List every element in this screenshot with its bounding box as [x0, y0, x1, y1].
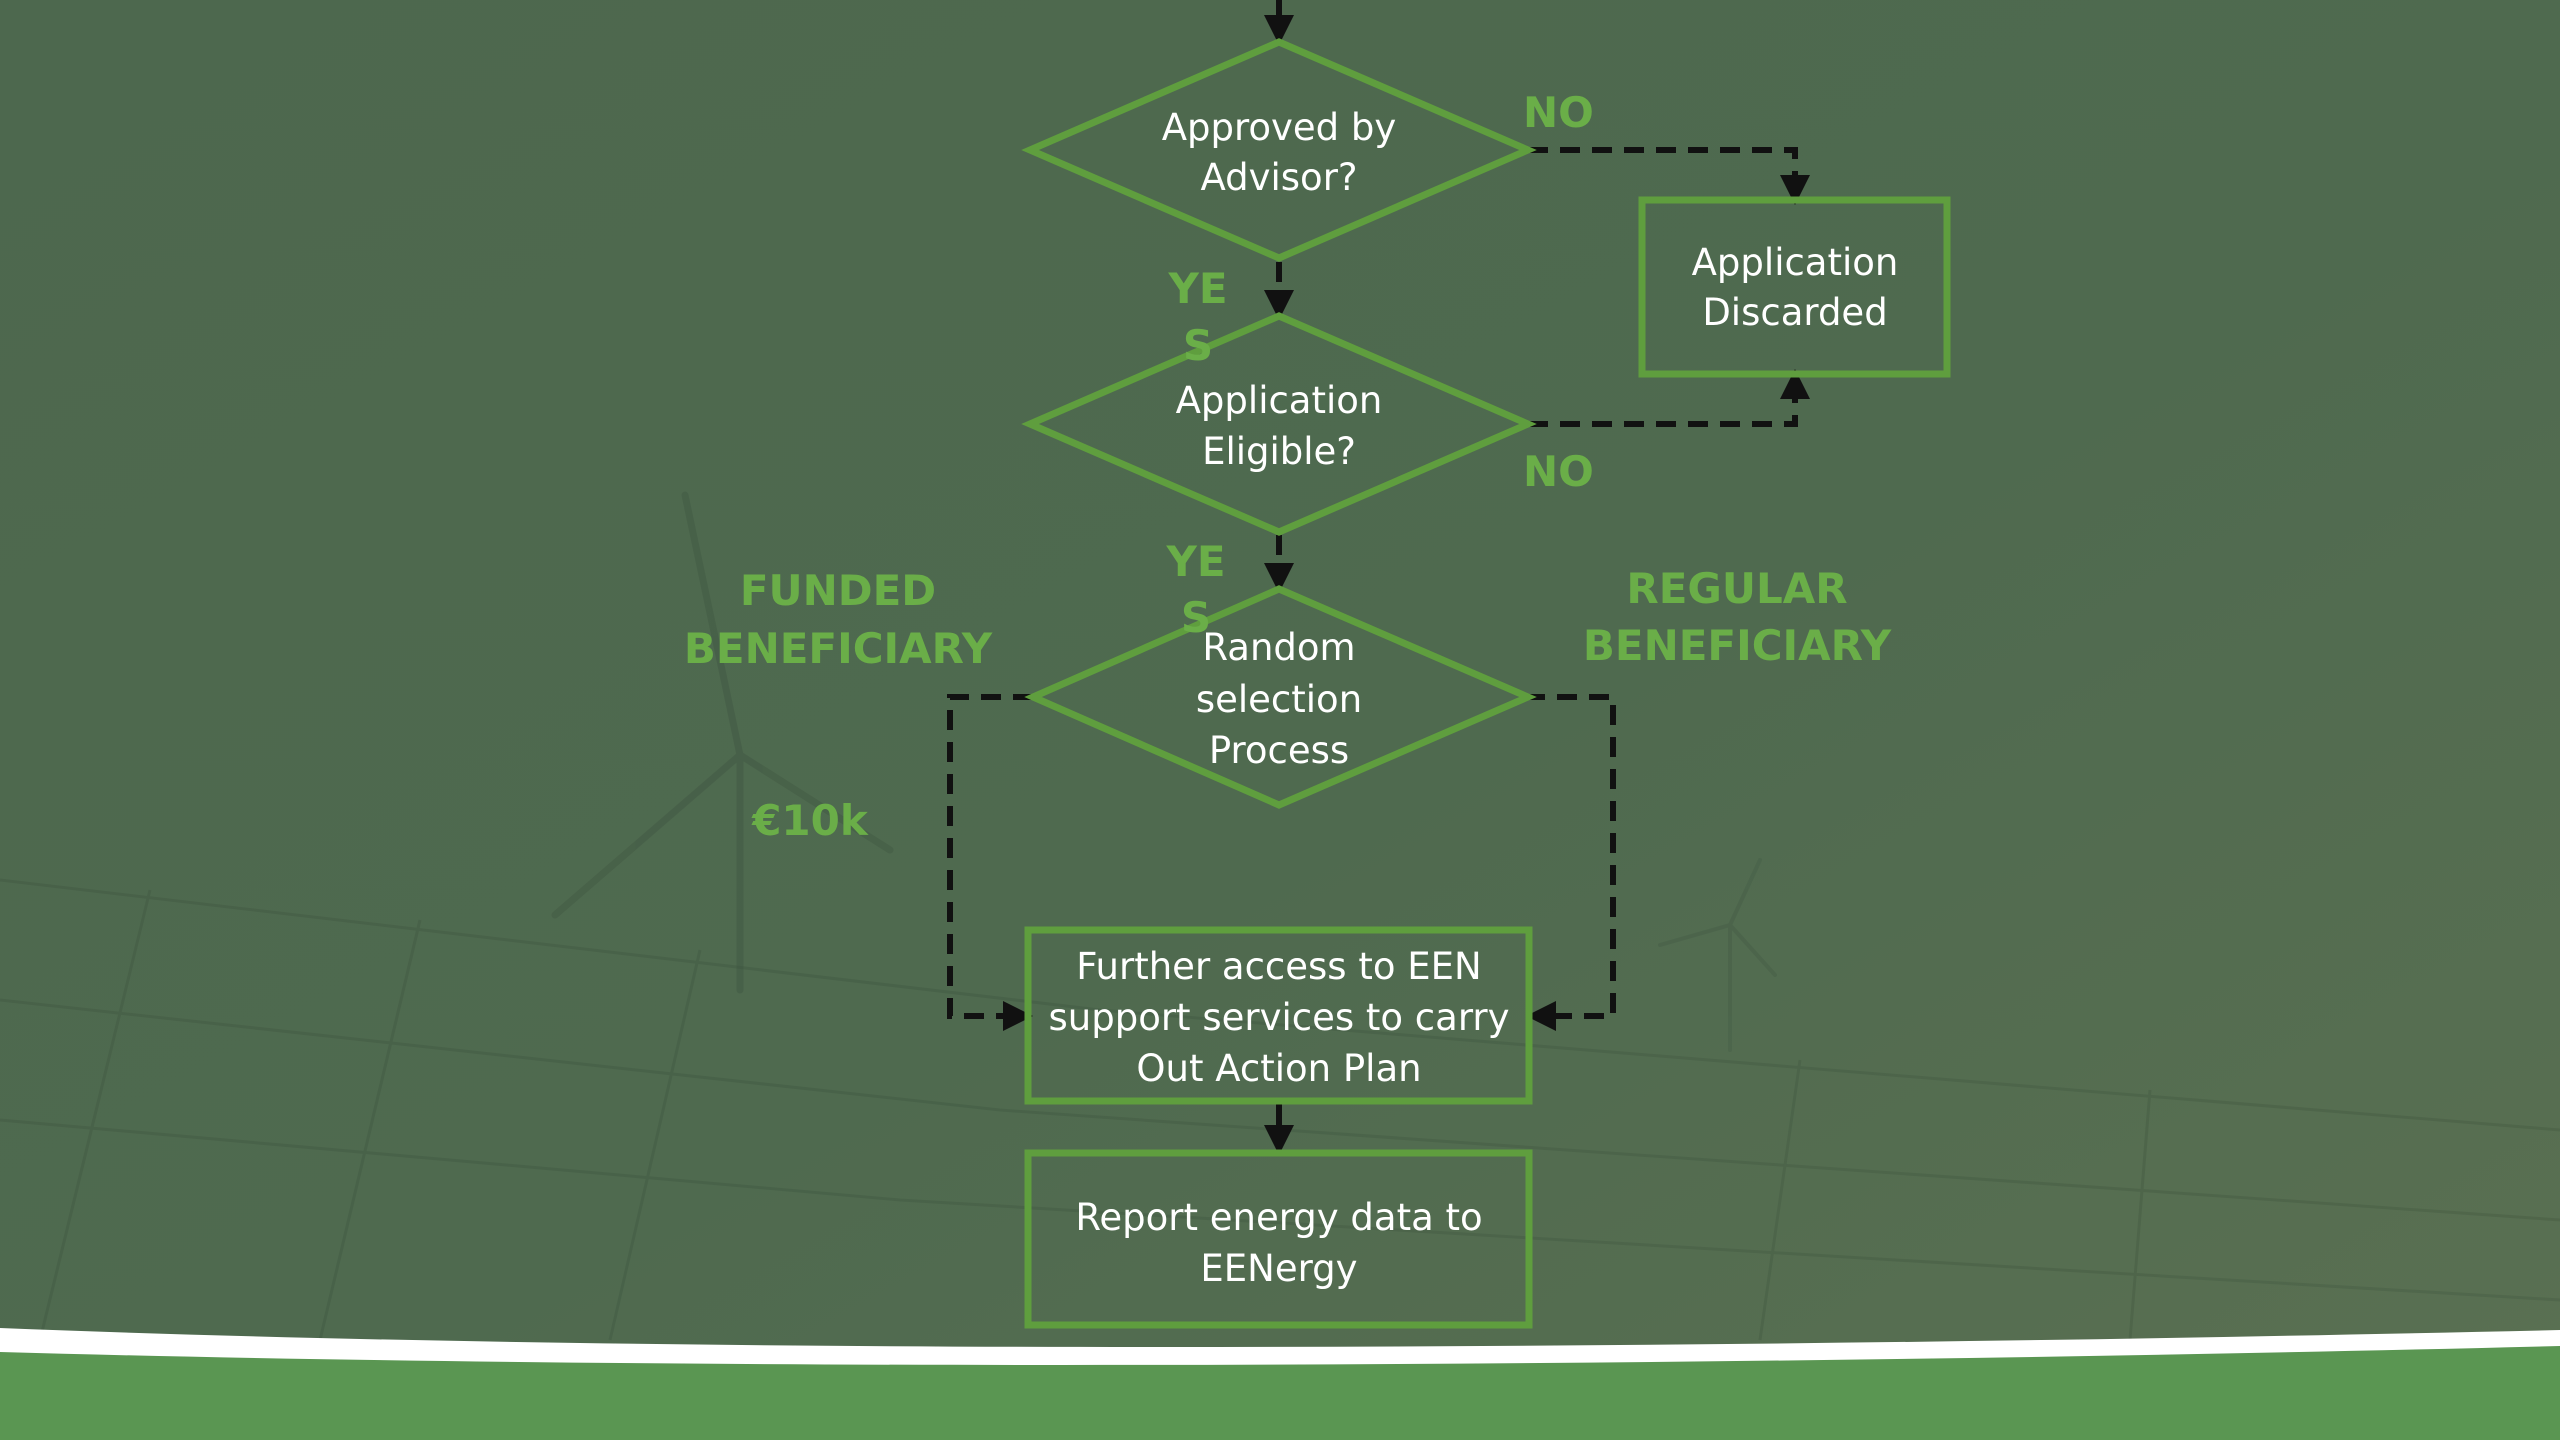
label-regular-line-2: BENEFICIARY [1583, 621, 1892, 670]
solar-panels-backdrop [0, 878, 2560, 1341]
label-funded-line-1: FUNDED [740, 566, 936, 615]
label-no-approved: NO [1523, 88, 1594, 137]
discarded-line-1: Application [1692, 241, 1899, 284]
random-line-3: Process [1209, 729, 1349, 772]
report-line-2: EENergy [1200, 1247, 1357, 1290]
label-yes-approved-line-2: S [1183, 321, 1213, 370]
label-funding-amount: €10k [751, 796, 869, 845]
branch-labels: NO NO YE S YE S FUNDED BENEFICIARY REGUL… [684, 88, 1892, 845]
approved-line-2: Advisor? [1200, 156, 1357, 199]
decision-approved [1021, 38, 1537, 262]
footer-band [0, 1346, 2560, 1440]
eligible-line-1: Application [1176, 379, 1383, 422]
decision-random-selection [1024, 585, 1537, 809]
node-further-access [1024, 926, 1533, 1105]
report-line-1: Report energy data to [1075, 1196, 1482, 1239]
random-line-2: selection [1196, 678, 1362, 721]
node-application-discarded [1638, 196, 1951, 378]
connector-eligible-no [1528, 369, 1810, 427]
nodes [1021, 38, 1951, 1329]
random-line-1: Random [1202, 626, 1355, 669]
label-yes-approved-line-1: YE [1167, 264, 1227, 313]
node-report-energy [1024, 1149, 1533, 1329]
decision-eligible [1021, 312, 1537, 536]
label-regular-line-1: REGULAR [1626, 564, 1847, 613]
label-no-eligible: NO [1523, 447, 1594, 496]
discarded-line-2: Discarded [1702, 291, 1887, 334]
wind-turbine-small-icon [1658, 858, 1777, 1052]
access-line-3: Out Action Plan [1136, 1047, 1421, 1090]
label-yes-eligible-line-2: S [1181, 593, 1211, 642]
eligible-line-2: Eligible? [1202, 430, 1356, 473]
connector-regular-path [1525, 694, 1616, 1031]
access-line-1: Further access to EEN [1076, 945, 1481, 988]
connector-funded-path [947, 694, 1033, 1031]
connector-approved-no [1528, 147, 1810, 205]
connectors [947, 0, 1810, 1155]
label-yes-eligible-line-1: YE [1165, 537, 1225, 586]
approved-line-1: Approved by [1162, 106, 1397, 149]
access-line-2: support services to carry [1049, 996, 1510, 1039]
node-labels: Approved by Advisor? Application Discard… [1049, 106, 1899, 1290]
wind-turbine-icon [551, 491, 894, 994]
label-funded-line-2: BENEFICIARY [684, 624, 993, 673]
